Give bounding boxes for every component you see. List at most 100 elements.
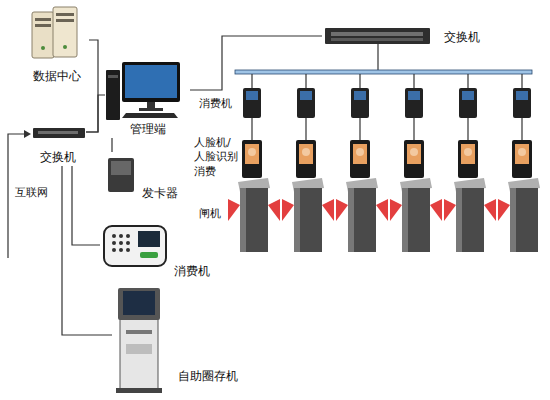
server-slot <box>56 13 74 16</box>
gate-side <box>294 188 300 252</box>
device-wire <box>521 118 522 140</box>
gate-wing <box>444 199 456 221</box>
gate-body <box>456 188 484 252</box>
switch: 交换机 <box>322 22 482 52</box>
server-led <box>41 46 45 50</box>
pos-screen <box>300 91 312 100</box>
face-terminal <box>242 140 262 178</box>
pos-key <box>126 241 130 245</box>
kiosk-base <box>116 388 162 393</box>
reader-body <box>108 158 134 192</box>
pos-key <box>112 241 116 245</box>
gate-body <box>348 188 376 252</box>
pos-terminal-icon <box>104 226 166 266</box>
server-slot <box>56 19 74 22</box>
network-cable <box>86 95 105 132</box>
device-label: 交换机 <box>40 150 76 164</box>
switch-ports <box>331 32 423 36</box>
drop-wire <box>521 74 522 88</box>
pos-key <box>126 248 130 252</box>
pos-key <box>126 234 130 238</box>
device-wire <box>359 118 360 140</box>
face-icon <box>464 148 472 156</box>
face-icon <box>302 148 310 156</box>
pos-terminal <box>297 88 315 118</box>
drop-wire <box>305 74 306 88</box>
device-label: 交换机 <box>444 30 480 44</box>
device-label: 闸机 <box>199 207 221 221</box>
gate-side <box>456 188 462 252</box>
kiosk-screen <box>123 291 155 315</box>
device-label: 数据中心 <box>33 69 81 83</box>
drop-wire <box>251 74 252 88</box>
kiosk-icon <box>116 288 162 393</box>
server-slot <box>35 18 51 21</box>
device-label: 自助圈存机 <box>178 369 238 383</box>
gate-wing <box>268 199 280 221</box>
device-label: 消费机 <box>174 264 210 278</box>
device-label: 发卡器 <box>142 186 178 200</box>
network-bus <box>235 70 532 74</box>
gate-wing <box>322 199 334 221</box>
device-wire <box>413 118 414 140</box>
gate-columns <box>228 74 540 252</box>
kiosk: 自助圈存机 <box>112 283 240 395</box>
gate-body <box>294 188 322 252</box>
network-cable <box>72 166 100 245</box>
monitor-screen <box>125 65 177 98</box>
monitor-stand <box>147 102 155 108</box>
pc-tower <box>106 70 120 120</box>
device-label: 人脸机/ 人脸识别 消费 <box>194 136 240 179</box>
pos-terminal <box>513 88 531 118</box>
drop-wire <box>359 74 360 88</box>
server-case <box>53 7 77 57</box>
pos-screen <box>516 91 528 100</box>
pos-screen <box>408 91 420 100</box>
pos-key <box>119 234 123 238</box>
pos-key <box>112 234 116 238</box>
device-wire <box>467 118 468 140</box>
pos-logo <box>140 252 158 258</box>
gate-wing <box>390 199 402 221</box>
face-icon <box>356 148 364 156</box>
pos-screen <box>246 91 258 100</box>
gate-wing <box>430 199 442 221</box>
gate-wing <box>498 199 510 221</box>
pc-drive <box>108 75 118 78</box>
pos-key <box>119 241 123 245</box>
device-label: 管理端 <box>130 122 166 136</box>
gate-side <box>348 188 354 252</box>
gate-wing <box>228 199 240 221</box>
card-reader: 发卡器 <box>100 152 180 202</box>
kiosk-head <box>118 288 160 320</box>
server-case <box>32 12 54 58</box>
switch-body <box>325 28 430 44</box>
switch-icon <box>325 28 430 44</box>
face-icon <box>248 148 256 156</box>
switch-ports <box>38 131 78 134</box>
face-terminal <box>296 140 316 178</box>
gate-wing <box>484 199 496 221</box>
pos-terminal <box>405 88 423 118</box>
network-cable <box>111 138 112 152</box>
network-cable <box>86 40 98 132</box>
arrow-head <box>24 130 31 138</box>
drop-wire <box>467 74 468 88</box>
face-terminal <box>512 140 532 178</box>
face-screen <box>407 144 421 164</box>
face-icon <box>410 148 418 156</box>
device-wire <box>251 118 252 140</box>
pos-screen <box>354 91 366 100</box>
gate-wing <box>336 199 348 221</box>
gate-side <box>402 188 408 252</box>
kiosk-slot <box>126 330 152 334</box>
gate-side <box>240 188 246 252</box>
monitor-base <box>139 108 163 111</box>
gate-side <box>510 188 516 252</box>
face-screen <box>515 144 529 164</box>
kiosk-panel <box>126 344 152 354</box>
reader-face <box>111 161 131 175</box>
network-cable <box>62 166 112 335</box>
server-led <box>63 45 67 49</box>
